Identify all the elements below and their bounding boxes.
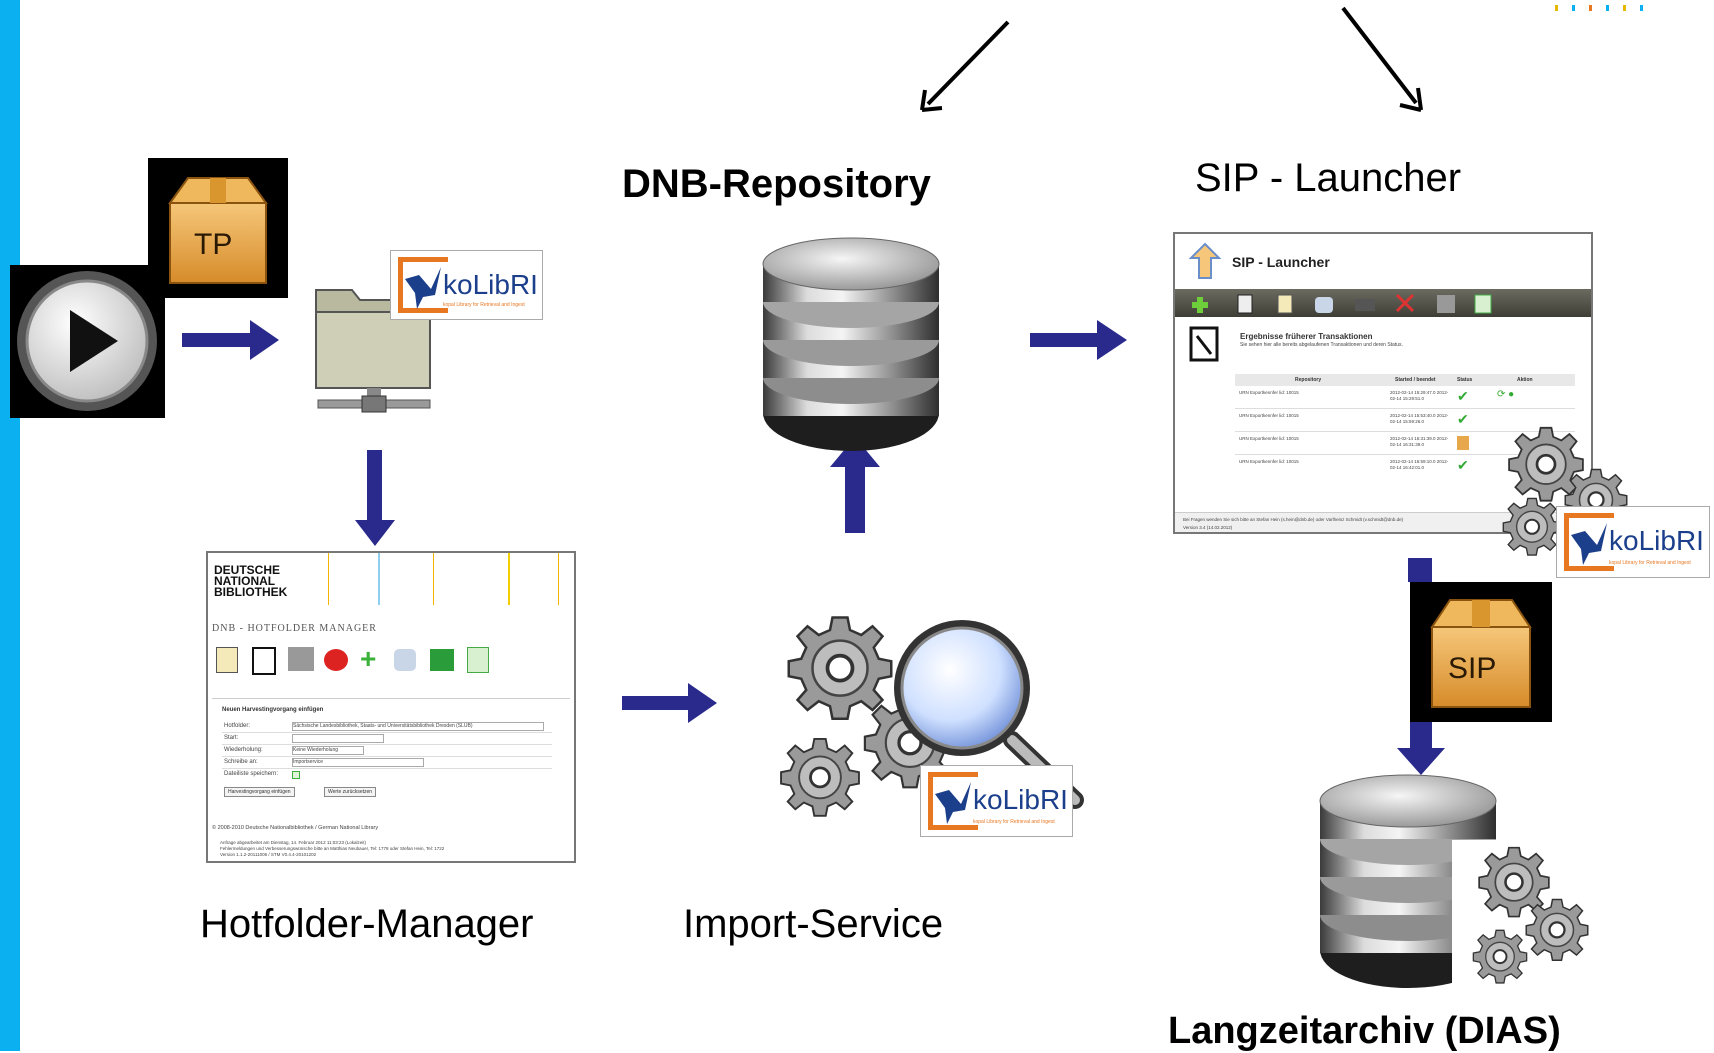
col-started: Started / beendet bbox=[1395, 377, 1436, 383]
hotfolder-footer-line: Fehlermeldungen und Verbesserungswünsche… bbox=[220, 846, 445, 851]
hotfolder-select[interactable]: Sächsische Landesbibliothek, Staats- und… bbox=[292, 722, 544, 731]
arrow-hotfolder-to-import bbox=[622, 683, 717, 723]
tp-badge-text: TP bbox=[194, 228, 233, 261]
hotfolder-manager-screenshot: DEUTSCHE NATIONAL BIBLIOTHEK DNB - HOTFO… bbox=[206, 551, 576, 863]
dnb-repository-database-icon bbox=[762, 237, 940, 452]
sip-footer: Bei Fragen wenden Sie sich bitte an Stef… bbox=[1175, 512, 1591, 532]
hotfolder-manager-label: Hotfolder-Manager bbox=[200, 902, 534, 946]
sip-screen-title: SIP - Launcher bbox=[1232, 254, 1330, 270]
arrow-folder-to-hotfolder bbox=[355, 450, 395, 546]
status-ok-icon: ✔ bbox=[1457, 388, 1469, 404]
hotfolder-footer-line: Version 1.1.2-20111006 / STM V0.4.4-2010… bbox=[220, 852, 317, 857]
form-title: Neuen Harvestingvorgang einfügen bbox=[222, 707, 324, 713]
import-service-label: Import-Service bbox=[683, 902, 944, 946]
black-arrow-right bbox=[1341, 6, 1423, 112]
hotfolder-form: Neuen Harvestingvorgang einfügen Hotfold… bbox=[212, 698, 570, 811]
black-arrow-left bbox=[920, 20, 1010, 112]
form-row: Wiederholung: Keine Wiederholung bbox=[222, 745, 552, 757]
arrow-sip-to-dias bbox=[1408, 558, 1432, 582]
langzeitarchiv-label: Langzeitarchiv (DIAS) bbox=[1168, 1010, 1561, 1052]
status-ok-icon: ✔ bbox=[1457, 411, 1469, 427]
play-icon bbox=[10, 265, 165, 418]
col-status: Status bbox=[1457, 377, 1473, 383]
col-repository: Repository bbox=[1295, 377, 1322, 383]
decoration-dots bbox=[1555, 0, 1657, 16]
kolibri-logo: koLibRI kopal Library for Retrieval and … bbox=[1556, 506, 1710, 578]
write-to-select[interactable]: Importservice bbox=[292, 758, 424, 767]
arrow-import-to-repository bbox=[830, 437, 880, 533]
form-row: Start: bbox=[222, 733, 552, 745]
arrow-play-to-folder bbox=[182, 320, 279, 360]
accent-bar bbox=[0, 0, 20, 1051]
start-input[interactable] bbox=[292, 734, 384, 743]
network-folder-icon bbox=[312, 278, 442, 418]
col-aktion: Aktion bbox=[1517, 377, 1533, 383]
table-row: URN Exportkennfer lid: 10015 2012-02-14 … bbox=[1235, 386, 1575, 409]
form-row: Dateiliste speichern: bbox=[222, 769, 552, 780]
arrow-repository-to-sip bbox=[1030, 320, 1127, 360]
sip-launcher-label: SIP - Launcher bbox=[1195, 156, 1462, 200]
dnb-logo: DEUTSCHE NATIONAL BIBLIOTHEK bbox=[214, 563, 288, 599]
form-row: Schreibe an: Importservice bbox=[222, 757, 552, 769]
status-package-icon bbox=[1457, 436, 1469, 450]
status-ok-icon: ✔ bbox=[1457, 457, 1469, 473]
sip-badge-text: SIP bbox=[1448, 652, 1497, 685]
action-icons: ⟳ ● bbox=[1497, 389, 1515, 400]
kolibri-logo: koLibRI kopal Library for Retrieval and … bbox=[390, 250, 543, 320]
repeat-select[interactable]: Keine Wiederholung bbox=[292, 746, 364, 755]
table-row: URN Exportkennfer lid: 10015 2012-02-14 … bbox=[1235, 432, 1575, 455]
save-list-checkbox[interactable] bbox=[292, 771, 300, 779]
sip-package-icon: SIP bbox=[1410, 582, 1552, 722]
form-row: Hotfolder: Sächsische Landesbibliothek, … bbox=[222, 721, 552, 733]
hotfolder-title: DNB - HOTFOLDER MANAGER bbox=[212, 623, 377, 634]
sip-results-table: Repository Started / beendet Status Akti… bbox=[1235, 374, 1575, 477]
reset-values-button[interactable]: Werte zurücksetzen bbox=[324, 787, 377, 797]
hotfolder-toolbar: + bbox=[212, 645, 502, 675]
table-row: URN Exportkennfer lid: 10015 2012-02-14 … bbox=[1239, 457, 1469, 473]
gears-icon-dias bbox=[1452, 840, 1602, 990]
arrow-sip-down bbox=[1397, 722, 1445, 775]
add-harvesting-button[interactable]: Harvestingvorgang einfügen bbox=[224, 787, 295, 797]
sip-section-title: Ergebnisse früherer Transaktionen bbox=[1240, 332, 1373, 341]
dnb-repository-label: DNB-Repository bbox=[622, 162, 931, 206]
kolibri-logo: koLibRI kopal Library for Retrieval and … bbox=[920, 765, 1073, 837]
hotfolder-copyright: © 2008-2010 Deutsche Nationalbibliothek … bbox=[212, 825, 379, 831]
tp-package-icon: TP bbox=[148, 158, 288, 298]
table-row: URN Exportkennfer lid: 10015 2012-02-14 … bbox=[1235, 409, 1575, 432]
hotfolder-footer-line: Anfrage abgearbeitet am Dienstag, 14. Fe… bbox=[220, 840, 367, 845]
sip-section-sub: Sie sehen hier alle bereits abgelaufenen… bbox=[1240, 342, 1403, 348]
